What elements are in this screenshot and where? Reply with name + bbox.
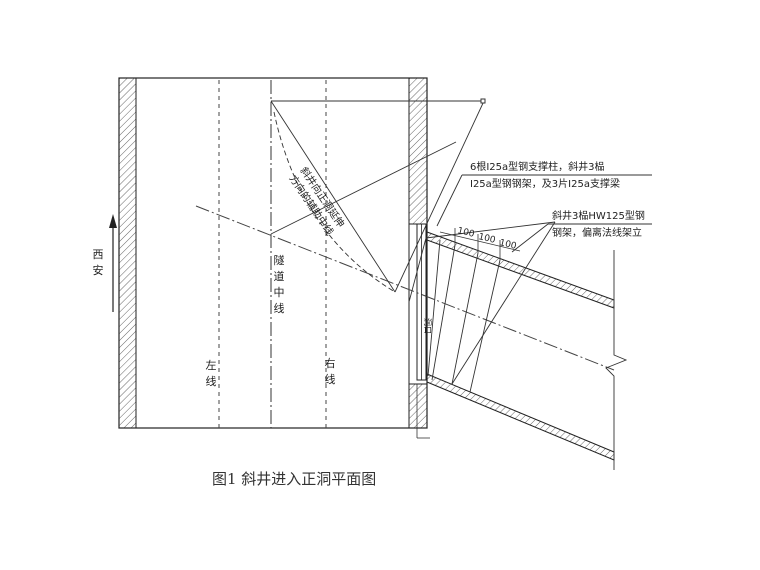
figure-caption: 图1 斜井进入正洞平面图 <box>212 470 376 488</box>
dimension-label-2: 100 <box>477 232 496 246</box>
svg-text:洞口: 洞口 <box>423 318 433 334</box>
note-leaders <box>436 174 652 253</box>
frame-ribs <box>408 221 556 393</box>
inclined-shaft <box>426 231 615 461</box>
dimension-line <box>439 228 521 260</box>
left-lining-hatch <box>118 77 137 429</box>
right-line-label-1: 右 <box>325 356 336 370</box>
note-2-line-1: 斜井3榀HW125型钢 <box>552 209 645 222</box>
left-line-label-2: 线 <box>206 374 217 388</box>
note-1-line-2: I25a型钢钢架，及3片I25a支撑梁 <box>470 177 620 190</box>
tunnel-center-label-1: 隧 <box>274 253 285 267</box>
portal-mark: 洞口 <box>423 318 433 334</box>
shaft-auxiliary-center-line <box>195 205 615 371</box>
dimension-label-1: 100 <box>456 226 475 240</box>
west-label-1: 西 <box>93 248 104 261</box>
tunnel-center-label-3: 中 <box>274 286 285 299</box>
dimension-label-3: 100 <box>498 238 517 252</box>
right-lining-hatch-lower <box>408 383 428 429</box>
tunnel-center-label-4: 线 <box>274 301 285 315</box>
tunnel-center-label-2: 道 <box>274 269 285 283</box>
west-label-2: 安 <box>93 263 104 277</box>
right-lining-hatch-upper <box>408 77 428 225</box>
construction-lines <box>270 100 485 293</box>
note-1-line-1: 6根I25a型钢支撑柱，斜井3榀 <box>470 160 605 173</box>
break-mark <box>605 250 628 470</box>
left-line-label-1: 左 <box>206 359 217 372</box>
construction-point <box>480 98 486 104</box>
direction-arrow <box>109 214 117 312</box>
right-line-label-2: 线 <box>325 372 336 386</box>
main-tunnel-outline <box>118 77 428 429</box>
note-2-line-2: 钢架，偏离法线架立 <box>552 226 642 239</box>
